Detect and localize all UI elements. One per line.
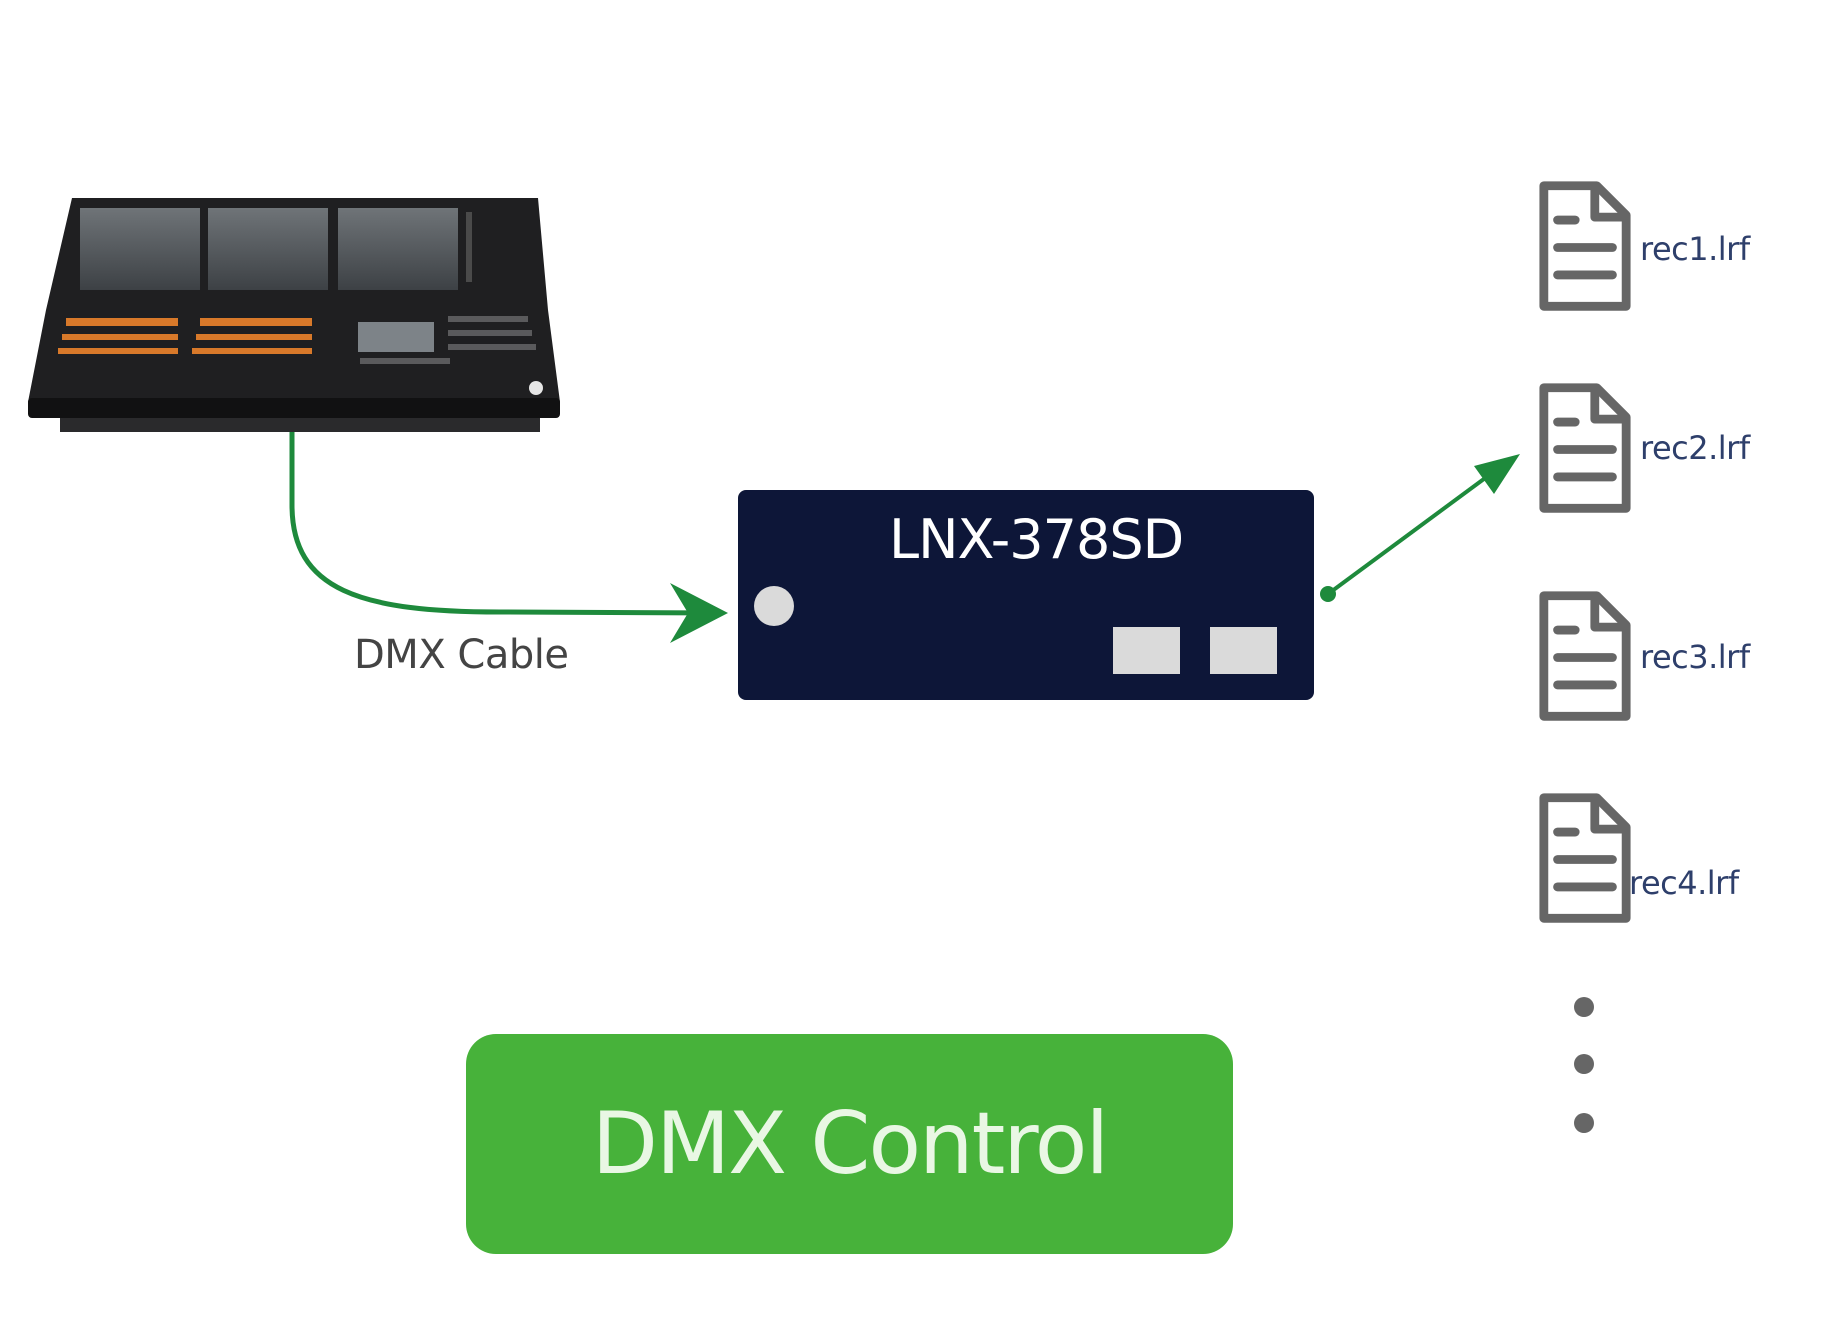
file-label: rec3.lrf (1640, 638, 1750, 676)
dmx-cable-arrowhead (670, 583, 728, 643)
output-arrowhead (1474, 454, 1520, 494)
device-box (738, 490, 1314, 700)
device-port (1113, 627, 1180, 674)
file-label: rec4.lrf (1629, 864, 1739, 902)
dmx-control-label: DMX Control (591, 1094, 1110, 1194)
document-icon (1544, 596, 1626, 717)
vertical-ellipsis-icon (1574, 997, 1594, 1133)
device-name-label: LNX-378SD (889, 508, 1184, 571)
device-indicator-light (754, 586, 794, 626)
file-label: rec1.lrf (1640, 230, 1750, 268)
dmx-cable-label: DMX Cable (354, 632, 569, 678)
lighting-console-icon (28, 198, 560, 432)
document-icon (1544, 186, 1626, 307)
document-icon (1544, 388, 1626, 509)
file-label: rec2.lrf (1640, 429, 1750, 467)
device-port (1210, 627, 1277, 674)
dmx-control-badge: DMX Control (466, 1034, 1233, 1254)
dmx-cable-arrow (289, 432, 723, 616)
output-arrow (1326, 471, 1494, 596)
document-icon (1544, 798, 1626, 919)
